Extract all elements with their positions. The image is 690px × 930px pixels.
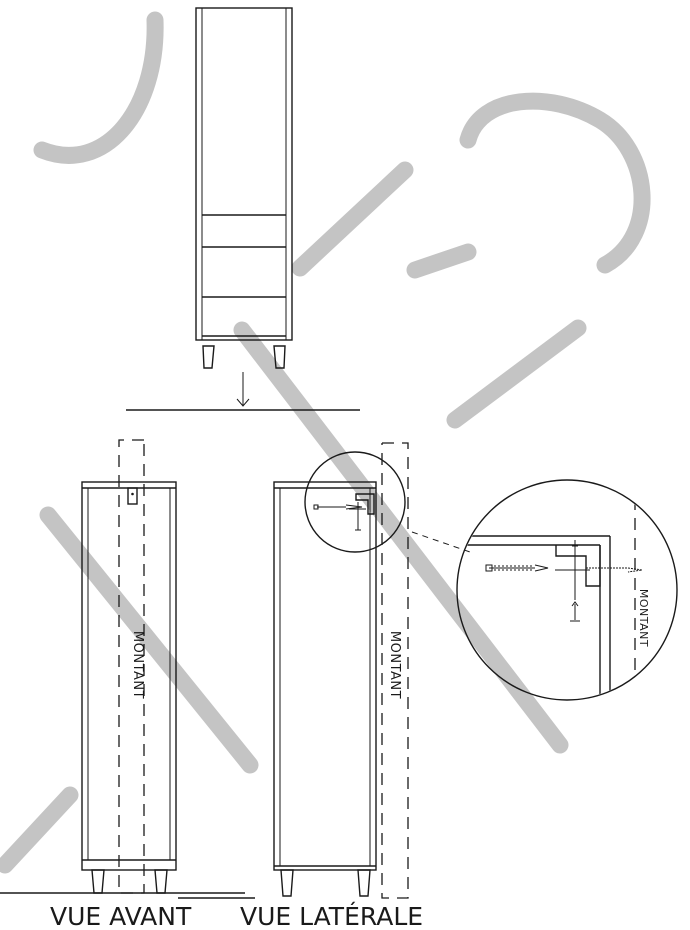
front-view-cabinet <box>81 481 177 894</box>
front-upright-label: MONTANT <box>130 631 145 699</box>
left-leg <box>280 869 294 897</box>
side-upright-label: MONTANT <box>387 631 402 699</box>
mounting-bracket <box>355 493 375 515</box>
right-leg <box>273 345 286 369</box>
detail-callout-circle <box>304 451 406 553</box>
detail-upright-label: MONTANT <box>637 589 650 647</box>
left-leg <box>91 869 105 894</box>
screw-icon <box>313 504 363 510</box>
down-arrow-icon <box>236 372 250 407</box>
zoomed-detail <box>456 479 678 701</box>
side-view-cabinet <box>273 481 377 897</box>
top-cabinet <box>195 7 293 369</box>
right-leg <box>357 869 371 897</box>
side-view-upright-outline <box>381 442 409 899</box>
left-leg <box>202 345 215 369</box>
right-leg <box>154 869 168 894</box>
front-view-caption: VUE AVANT <box>50 902 192 930</box>
detail-leader-line <box>411 531 471 553</box>
vertical-screw-icon <box>355 515 361 531</box>
watermark <box>0 11 651 874</box>
side-view-caption: VUE LATÉRALE <box>240 902 423 930</box>
mounting-bracket <box>127 487 138 505</box>
